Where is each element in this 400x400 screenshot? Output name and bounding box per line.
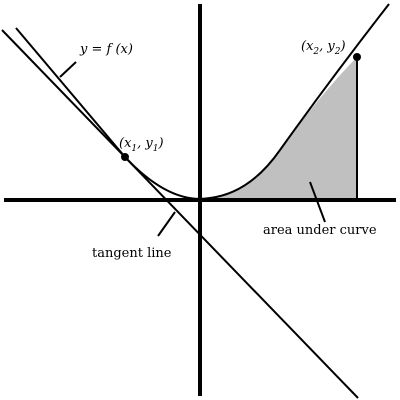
- point-2-label: (x2, y2): [301, 39, 346, 57]
- function-label-leader: [59, 61, 77, 78]
- tangent-line: [1, 29, 359, 399]
- area-label: area under curve: [263, 223, 377, 238]
- point-x2-y2: [353, 53, 361, 61]
- point-1-label: (x1, y1): [119, 136, 164, 154]
- area-under-curve-region: [203, 57, 357, 200]
- point-x1-y1: [121, 153, 129, 161]
- area-label-leader: [309, 181, 326, 223]
- tangent-label-leader: [157, 211, 176, 237]
- function-label: y = f (x): [79, 42, 133, 57]
- function-curve: [15, 3, 390, 200]
- tangent-label: tangent line: [92, 246, 172, 261]
